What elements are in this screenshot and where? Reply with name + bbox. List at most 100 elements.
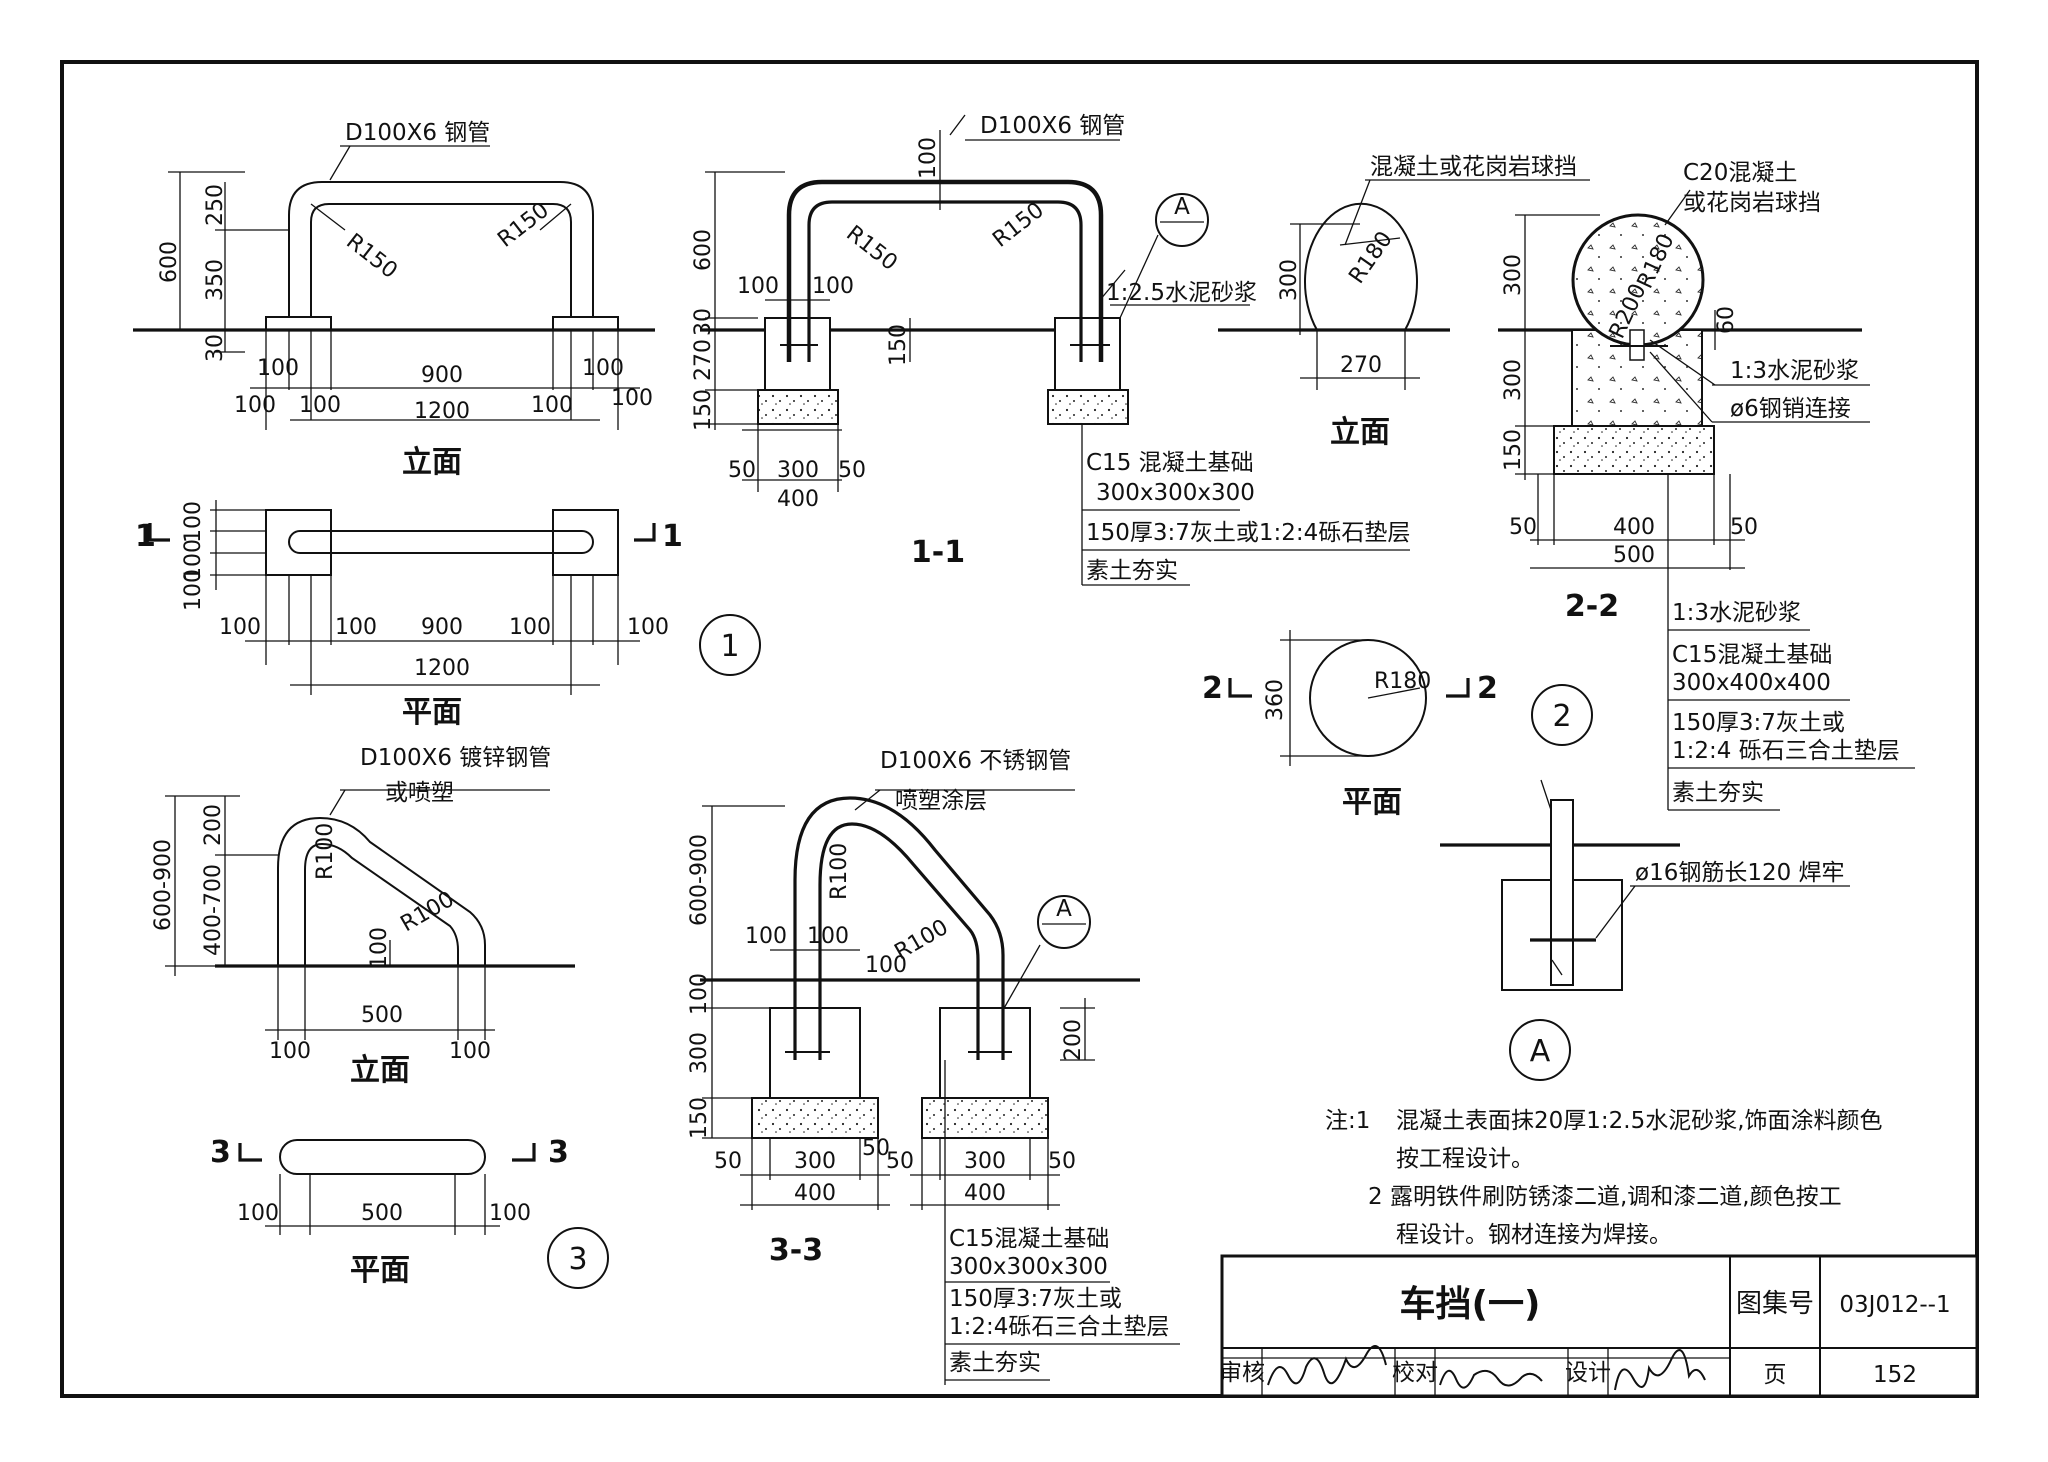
svg-text:1: 1 xyxy=(720,629,739,664)
dim-150: 150 xyxy=(691,389,716,431)
base-plate-left xyxy=(265,316,332,331)
n-found-size: 300x400x400 xyxy=(1672,670,1831,696)
pin: ø6钢销连接 xyxy=(1730,396,1851,422)
dim-100a: 100 xyxy=(269,1039,311,1064)
note-1a: 混凝土表面抹20厚1:2.5水泥砂浆,饰面涂料颜色 xyxy=(1396,1108,1883,1134)
base-plate-right xyxy=(552,316,619,331)
dim-350: 350 xyxy=(203,259,228,301)
cut-right: 2 xyxy=(1477,671,1498,706)
dim-300: 300 xyxy=(1277,259,1302,301)
label1: C20混凝土 xyxy=(1683,160,1797,186)
n-found: C15混凝土基础 xyxy=(1672,642,1832,668)
dim-500: 500 xyxy=(361,1201,403,1226)
ball-label: 混凝土或花岗岩球挡 xyxy=(1370,154,1577,180)
view-title: 平面 xyxy=(350,1253,410,1288)
dim-100a: 100 xyxy=(237,1201,279,1226)
detail-A: ø16钢筋长120 焊牢 A xyxy=(1440,779,1850,1081)
dim-270: 270 xyxy=(691,339,716,381)
dim-400: 400 xyxy=(777,487,819,512)
p-dim-900: 900 xyxy=(421,615,463,640)
dim-300b: 300 xyxy=(964,1149,1006,1174)
plate-left xyxy=(265,509,332,576)
radius-left: R150 xyxy=(341,229,402,284)
dim-100b: 100 xyxy=(807,924,849,949)
dim-400: 400 xyxy=(1613,515,1655,540)
v100c: 100 xyxy=(181,569,206,611)
dim-900: 900 xyxy=(421,363,463,388)
svg-text:3: 3 xyxy=(568,1242,587,1277)
view-title: 3-3 xyxy=(769,1233,823,1268)
dim-300: 300 xyxy=(777,458,819,483)
found-label: C15 混凝土基础 xyxy=(1086,450,1254,476)
signature-review xyxy=(1267,1345,1387,1386)
dim-400a: 400 xyxy=(794,1181,836,1206)
dim-100c: 100 xyxy=(865,953,907,978)
detail-tag-A-text: A xyxy=(1056,896,1072,922)
dim-150: 150 xyxy=(687,1097,712,1139)
dim-100b: 100 xyxy=(234,393,276,418)
dim-50a: 50 xyxy=(728,458,756,483)
dim-100b: 100 xyxy=(812,274,854,299)
label2: 或花岗岩球挡 xyxy=(1683,190,1821,216)
detail-tag-A-text: A xyxy=(1174,194,1190,220)
dim-100b: 100 xyxy=(489,1201,531,1226)
note-1b: 按工程设计。 xyxy=(1396,1146,1534,1172)
bollard-3-elevation: 600-900 200 400-700 R100 R100 100 D100X6… xyxy=(151,745,575,1088)
detail-number-3: 3 xyxy=(547,1227,609,1289)
radius-a: R100 xyxy=(313,823,338,880)
radius: R180 xyxy=(1344,227,1397,288)
cushion-left xyxy=(757,389,839,425)
signature-design xyxy=(1614,1349,1706,1391)
pipe-inner xyxy=(818,822,980,1060)
ball-plan: R180 360 2 2 平面 xyxy=(1202,630,1498,820)
bollard-1-elevation: 600 250 350 30 R150 R150 D100X6 钢管 100 1… xyxy=(133,120,655,480)
dim-50c: 50 xyxy=(886,1149,914,1174)
view-title: 立面 xyxy=(350,1053,410,1088)
dim-600-900: 600-900 xyxy=(151,839,176,931)
dim-400-700: 400-700 xyxy=(201,864,226,956)
p-dim-100a: 100 xyxy=(219,615,261,640)
radius-a: R100 xyxy=(827,843,852,900)
dim-300a: 300 xyxy=(1501,254,1526,296)
dim-250: 250 xyxy=(203,184,228,226)
view-title: 2-2 xyxy=(1565,589,1619,624)
atlas-no: 03J012--1 xyxy=(1839,1292,1950,1318)
dim-270: 270 xyxy=(1340,353,1382,378)
dim-500: 500 xyxy=(361,1003,403,1028)
atlas-label: 图集号 xyxy=(1736,1289,1814,1319)
footing-right xyxy=(1054,317,1121,391)
dim-100a: 100 xyxy=(737,274,779,299)
bollard-3-plan: 3 3 100 500 100 平面 xyxy=(210,1135,569,1288)
v100a: 100 xyxy=(181,501,206,543)
dim-50d: 50 xyxy=(1048,1149,1076,1174)
cut-right: 1 xyxy=(662,519,683,554)
pipe-label2: 喷塑涂层 xyxy=(895,788,987,814)
dim-600: 600 xyxy=(691,229,716,271)
title-block: 车挡(一) 图集号 03J012--1 页 152 审核 校对 设计 xyxy=(1219,1254,1979,1398)
dim-300b: 300 xyxy=(1501,359,1526,401)
dim-200: 200 xyxy=(201,804,226,846)
n-cushion1: 150厚3:7灰土或 xyxy=(1672,710,1845,736)
footing-left xyxy=(764,317,831,391)
detail-tag-A xyxy=(1155,193,1209,247)
note-2a: 2 露明铁件刷防锈漆二道,调和漆二道,颜色按工 xyxy=(1368,1184,1842,1210)
cut-left: 2 xyxy=(1202,671,1223,706)
notes-prefix: 注:1 xyxy=(1325,1108,1370,1134)
pipe-outer xyxy=(277,816,486,966)
dim-50a: 50 xyxy=(1509,515,1537,540)
p-dim-100d: 100 xyxy=(627,615,669,640)
dim-60: 60 xyxy=(1714,306,1739,334)
dim-100d: 100 xyxy=(582,356,624,381)
soil-label: 素土夯实 xyxy=(949,1350,1041,1376)
dim-600: 600 xyxy=(157,241,182,283)
top-100: 100 xyxy=(916,137,941,179)
p-dim-100b: 100 xyxy=(335,615,377,640)
pipe-label2: 或喷塑 xyxy=(385,780,454,806)
dim-150b: 150 xyxy=(886,324,911,366)
n-mortar: 1:3水泥砂浆 xyxy=(1672,600,1801,626)
dim-500: 500 xyxy=(1613,543,1655,568)
mortar: 1:3水泥砂浆 xyxy=(1730,358,1859,384)
dim-150: 150 xyxy=(1501,429,1526,471)
dim-50b: 50 xyxy=(838,458,866,483)
dim-100b: 100 xyxy=(449,1039,491,1064)
